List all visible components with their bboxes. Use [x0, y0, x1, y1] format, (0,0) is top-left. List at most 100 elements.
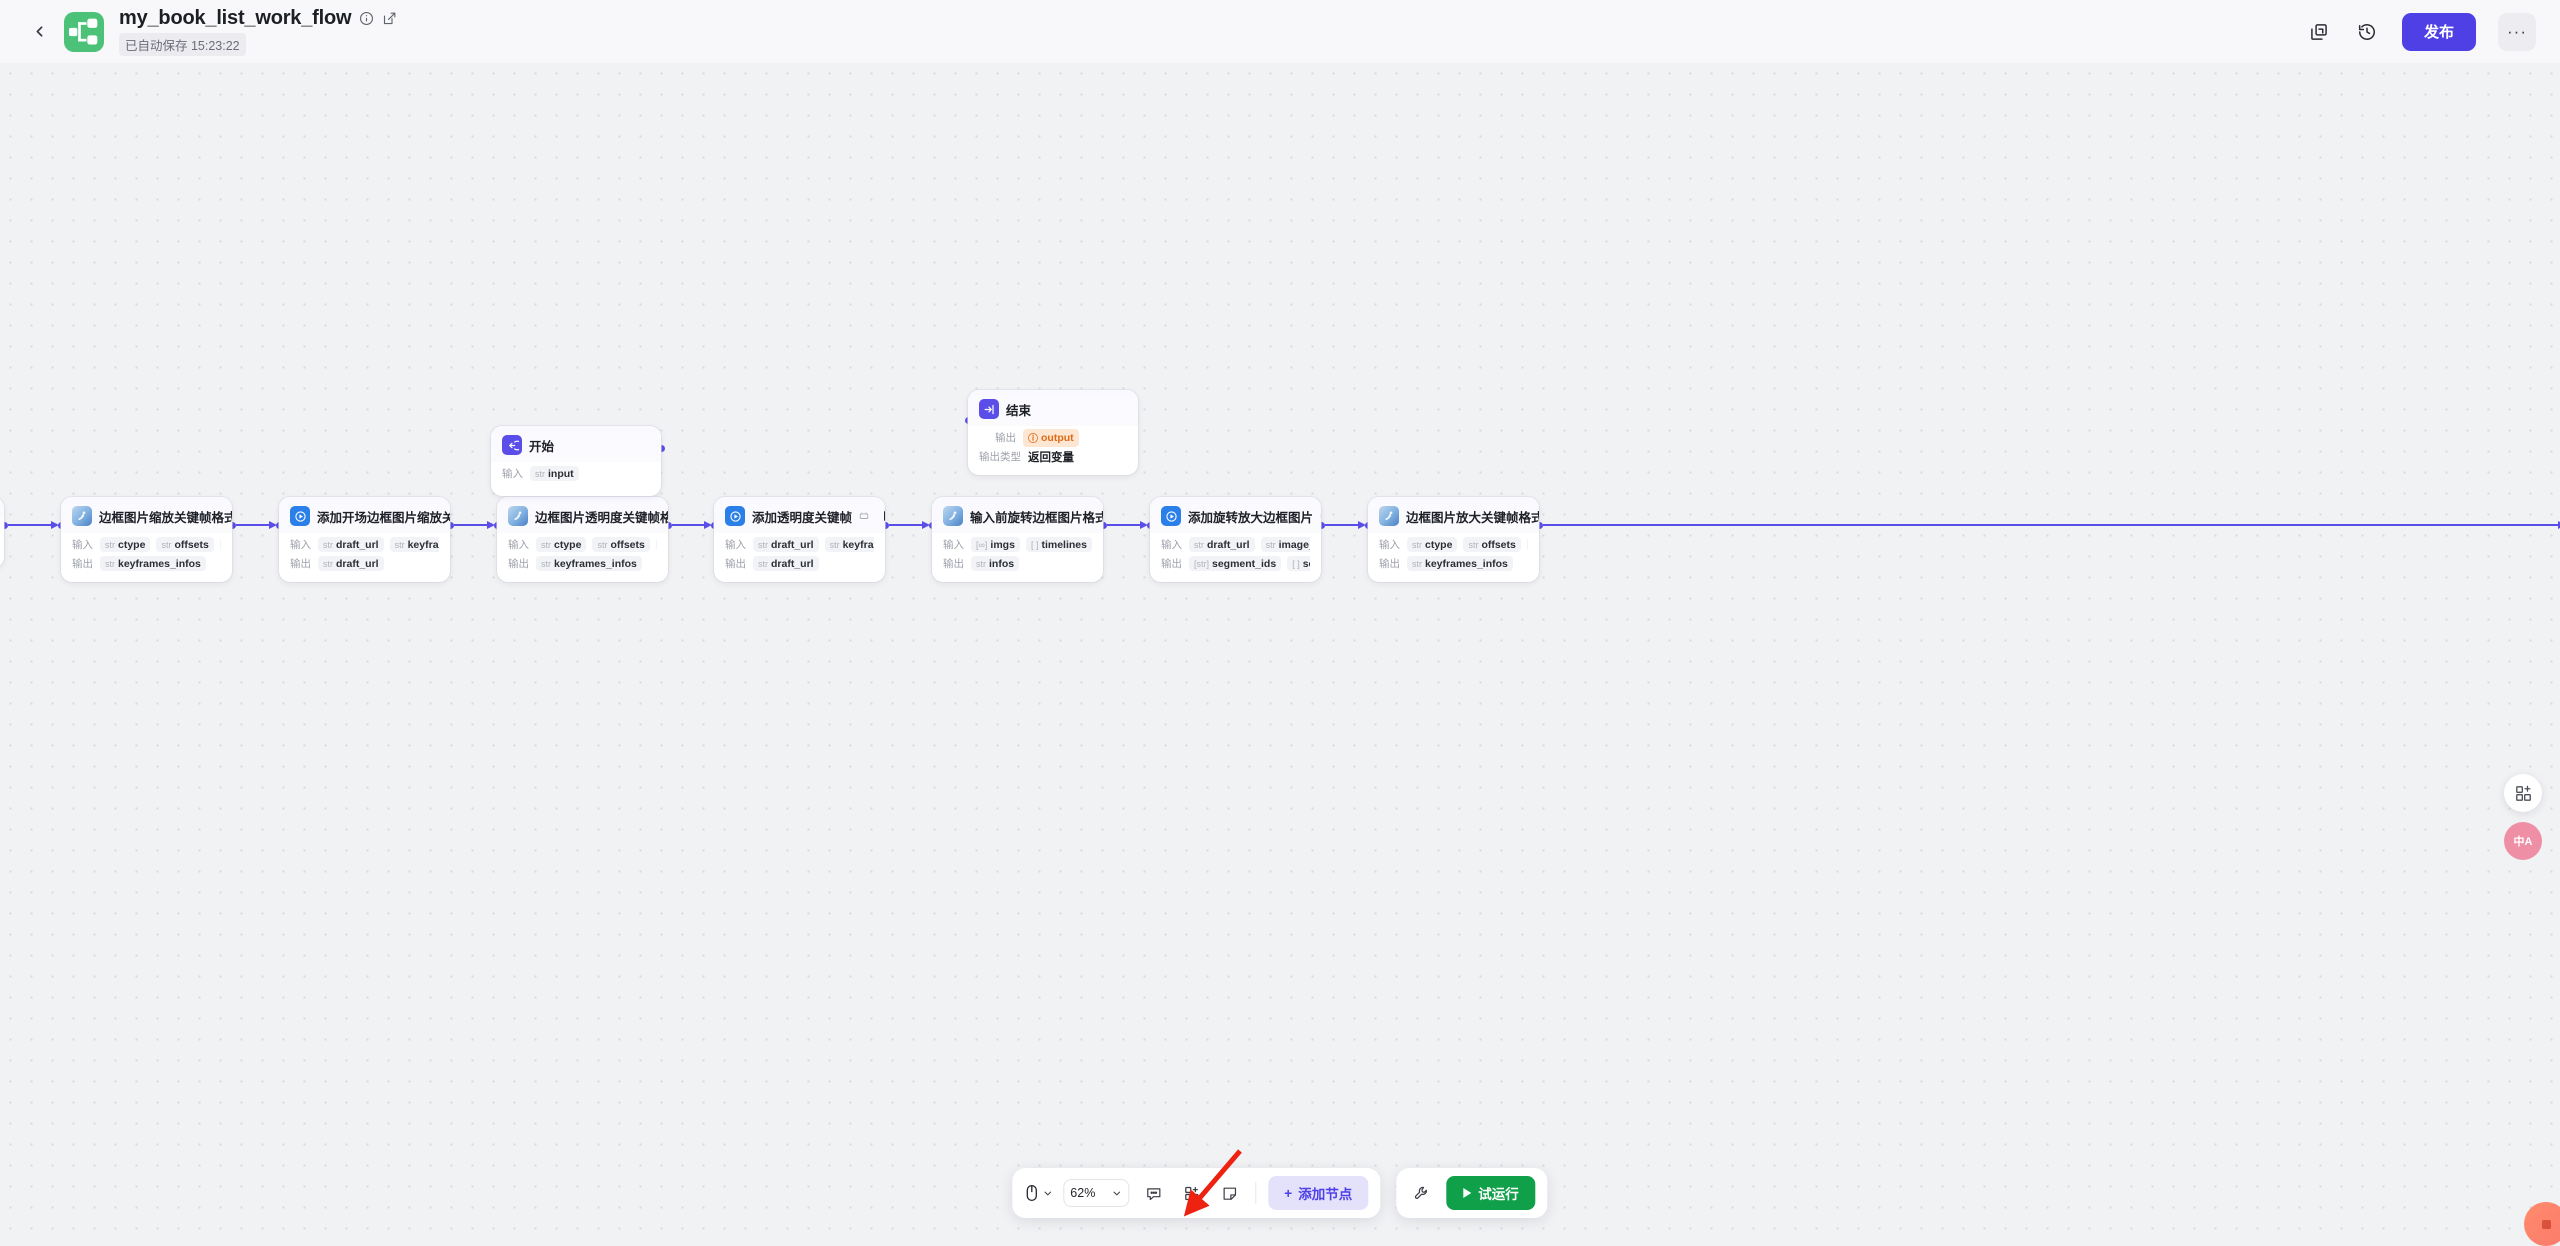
connection-edge[interactable] [1543, 524, 2559, 526]
node-title: 边框图片放大关键帧格式整理 [1406, 507, 1539, 526]
io-chip: [∞]imgs [971, 537, 1020, 552]
history-clock-icon[interactable] [2354, 19, 2380, 45]
wrench-settings-button[interactable] [1408, 1179, 1436, 1207]
node-add-opacity-keyframe[interactable]: 添加透明度关键帧···输入strdraft_urlstrkeyframes输出s… [714, 497, 885, 582]
node-copy-icon[interactable] [859, 511, 869, 521]
node-inputs-row: 输入[∞]imgs[ ]timelinesintheightstrin_an··… [943, 535, 1092, 554]
node-header: 结束 [968, 390, 1138, 426]
node-title: 边框图片透明度关键帧格式整理 [535, 507, 668, 526]
connection-edge[interactable] [8, 524, 52, 526]
floating-actions: 中A [2504, 774, 2542, 860]
add-node-button[interactable]: + 添加节点 [1268, 1176, 1368, 1210]
input-label: 输入 [943, 537, 964, 552]
node-header: 边框图片透明度关键帧格式整理··· [497, 497, 668, 533]
node-title: 添加开场边框图片缩放关键帧 [317, 507, 450, 526]
input-label: 输入 [508, 537, 529, 552]
node-title: 开始 [529, 436, 554, 455]
connection-edge[interactable] [1107, 524, 1141, 526]
output-label: 输出 [725, 556, 746, 571]
connection-edge[interactable] [672, 524, 705, 526]
title-row: my_book_list_work_flow [119, 7, 397, 30]
input-label: 输入 [72, 537, 93, 552]
translate-button[interactable]: 中A [2504, 822, 2542, 860]
sticky-note-button[interactable] [1215, 1179, 1243, 1207]
title-block: my_book_list_work_flow 已自动保存 15:23:22 [119, 7, 397, 56]
node-header: 边框图片放大关键帧格式整理··· [1368, 497, 1539, 533]
plugin-node-icon [290, 506, 310, 526]
header-actions: 发布 ··· [2306, 13, 2536, 51]
header-more-button[interactable]: ··· [2498, 13, 2536, 51]
workflow-logo-icon [64, 12, 104, 52]
io-chip: [ ]segment_infos [1287, 556, 1310, 571]
auto-layout-button[interactable] [1177, 1179, 1205, 1207]
edit-square-icon[interactable] [382, 11, 397, 26]
node-body: 输入strdraft_urlstrimage_infosNOalphaN···输… [1150, 533, 1321, 582]
node-header: 添加旋转放大边框图片··· [1150, 497, 1321, 533]
node-header: ··· [0, 497, 4, 519]
start-node-icon [502, 435, 522, 455]
pointer-mode-selector[interactable] [1024, 1184, 1053, 1202]
comment-icon [1145, 1185, 1162, 1202]
input-label: 输入 [290, 537, 311, 552]
connection-edge[interactable] [889, 524, 923, 526]
output-label: 输出 [508, 556, 529, 571]
io-chip: [ ]segment_infos [220, 537, 221, 552]
node-copy-icon[interactable] [1320, 511, 1321, 521]
node-header: 添加透明度关键帧··· [714, 497, 885, 533]
output-type-value: 返回变量 [1028, 449, 1074, 465]
node-body: 输入[∞]imgs[ ]timelinesintheightstrin_an··… [932, 533, 1103, 582]
add-node-label: 添加节点 [1298, 1183, 1352, 1203]
node-run-button[interactable] [884, 511, 885, 521]
autosave-status: 已自动保存 15:23:22 [119, 33, 246, 56]
bubble-glyph [2542, 1220, 2551, 1229]
zoom-level-selector[interactable]: 62% [1063, 1179, 1129, 1207]
test-run-button[interactable]: 试运行 [1446, 1176, 1536, 1210]
corner-assistant-bubble[interactable] [2524, 1202, 2560, 1246]
node-pre-input-rotate-border-image-format[interactable]: 输入前旋转边框图片格式整理···输入[∞]imgs[ ]timelinesint… [932, 497, 1103, 582]
connection-edge[interactable] [236, 524, 270, 526]
output-label: 输出 [1379, 556, 1400, 571]
comment-tool-button[interactable] [1139, 1179, 1167, 1207]
ai-assistant-button[interactable] [2504, 774, 2542, 812]
publish-button[interactable]: 发布 [2402, 13, 2476, 51]
plugin-node-icon [1161, 506, 1181, 526]
back-button[interactable] [24, 17, 54, 47]
io-chip: [ ]timelines [1026, 537, 1092, 552]
input-label: 输入 [725, 537, 746, 552]
node-title: 结束 [1006, 400, 1031, 419]
node-partial-left[interactable]: ········· [0, 497, 4, 568]
node-add-rotate-zoom-border-image[interactable]: 添加旋转放大边框图片···输入strdraft_urlstrimage_info… [1150, 497, 1321, 582]
node-add-opening-border-image-scale-keyframe[interactable]: 添加开场边框图片缩放关键帧···输入strdraft_urlstrkeyfram… [279, 497, 450, 582]
connection-edge[interactable] [454, 524, 488, 526]
chevron-left-icon [31, 23, 48, 40]
sticky-note-icon [1221, 1185, 1238, 1202]
workflow-canvas[interactable]: ········· 边框图片缩放关键帧格式整理···输入strctypestrof… [0, 63, 2560, 1240]
duplicate-icon[interactable] [2306, 19, 2332, 45]
add-node-plus: + [1284, 1186, 1292, 1201]
info-circle-icon[interactable] [359, 11, 374, 26]
connection-edge[interactable] [1325, 524, 1359, 526]
